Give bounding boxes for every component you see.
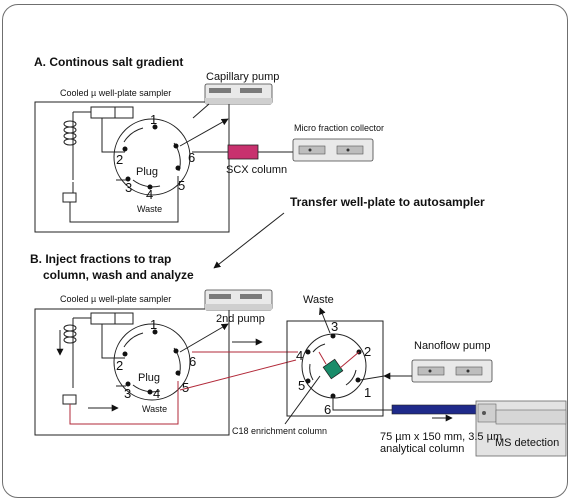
section-a-needle-block	[90, 106, 134, 119]
analytical-column-line1: 75 µm x 150 mm, 3.5 µm	[380, 431, 502, 443]
section-a-port-3: 3	[125, 180, 132, 195]
section-a-port-2: 2	[116, 152, 123, 167]
section-b-left-port-2: 2	[116, 358, 123, 373]
section-a-port-5: 5	[178, 178, 185, 193]
section-b-waste-label: Waste	[142, 404, 167, 414]
section-a-port-4: 4	[146, 187, 153, 202]
scx-column	[227, 144, 259, 160]
section-b-right-port-5: 5	[298, 378, 305, 393]
analytical-column	[391, 404, 479, 415]
figure-frame	[2, 4, 568, 498]
second-pump-label: 2nd pump	[216, 313, 265, 325]
section-b-right-port-3: 3	[331, 319, 338, 334]
valve-waste-label: Waste	[303, 294, 334, 306]
section-b-sampler-box	[34, 308, 230, 436]
second-pump	[204, 289, 273, 311]
section-b-sampler-label: Cooled µ well-plate sampler	[60, 294, 171, 304]
section-b-right-port-1: 1	[364, 385, 371, 400]
section-a-sample-coil	[62, 112, 77, 203]
scx-column-label: SCX column	[226, 164, 287, 176]
transfer-label: Transfer well-plate to autosampler	[290, 195, 485, 209]
c18-column	[322, 358, 344, 380]
c18-column-label: C18 enrichment column	[232, 426, 327, 436]
capillary-pump	[204, 83, 273, 105]
section-b-left-valve	[113, 323, 191, 401]
section-a-sampler-label: Cooled µ well-plate sampler	[60, 88, 171, 98]
section-a-plug-label: Plug	[136, 166, 158, 178]
section-b-left-port-3: 3	[124, 386, 131, 401]
micro-fraction-collector	[292, 138, 374, 162]
section-a-title: A. Continous salt gradient	[34, 55, 183, 69]
section-b-left-port-1: 1	[150, 317, 157, 332]
section-b-plug-label: Plug	[138, 372, 160, 384]
section-b-left-port-6: 6	[189, 354, 196, 369]
section-a-port-6: 6	[188, 150, 195, 165]
section-b-title-line1: B. Inject fractions to trap	[30, 252, 171, 266]
section-a-waste-label: Waste	[137, 204, 162, 214]
section-a-valve	[113, 118, 191, 196]
section-a-sampler-box	[34, 101, 230, 233]
section-b-right-port-2: 2	[364, 344, 371, 359]
ms-detection-label: MS detection	[495, 437, 559, 449]
section-b-left-port-5: 5	[182, 380, 189, 395]
capillary-pump-label: Capillary pump	[206, 71, 279, 83]
section-b-right-valve	[301, 333, 367, 399]
nanoflow-pump-label: Nanoflow pump	[414, 340, 490, 352]
section-a-port-1: 1	[150, 112, 157, 127]
section-b-sample-coil	[62, 318, 77, 405]
nanoflow-pump	[411, 359, 493, 383]
fraction-collector-label: Micro fraction collector	[294, 123, 384, 133]
section-b-title-line2: column, wash and analyze	[43, 268, 194, 282]
ms-detector	[475, 400, 567, 457]
section-b-left-port-4: 4	[153, 386, 160, 401]
section-b-right-port-4: 4	[296, 348, 303, 363]
analytical-column-line2: analytical column	[380, 443, 464, 455]
section-b-needle-block	[90, 312, 134, 325]
section-b-right-valve-box	[286, 320, 384, 417]
section-b-right-port-6: 6	[324, 402, 331, 417]
